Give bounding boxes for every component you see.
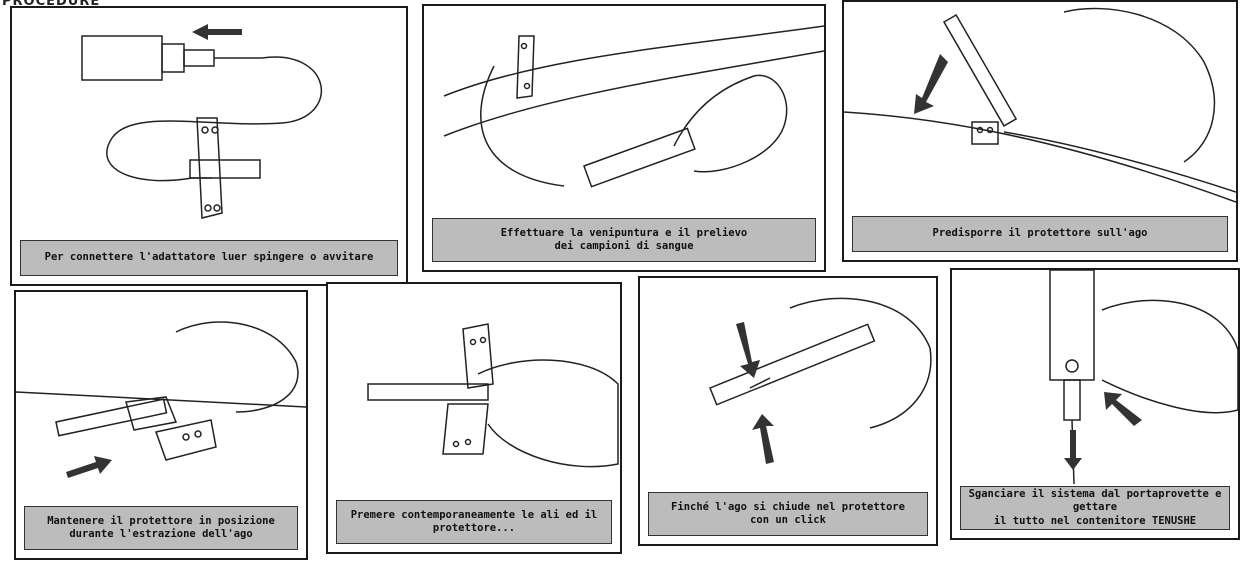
- illustration-press-wings: [328, 284, 620, 494]
- arrow-down-icon: [914, 54, 948, 114]
- illustration-adapter-connection: [12, 8, 406, 238]
- step-caption-6-line-1: Finché l'ago si chiude nel protettore: [671, 501, 905, 514]
- step-panel-3: Predisporre il protettore sull'ago: [842, 0, 1238, 262]
- step-caption-2-line-2: dei campioni di sangue: [501, 240, 748, 253]
- step-caption-6: Finché l'ago si chiude nel protettore co…: [648, 492, 928, 536]
- arrow-left-icon: [1104, 392, 1142, 426]
- illustration-needle-extraction: [16, 292, 306, 502]
- step-panel-4: Mantenere il protettore in posizione dur…: [14, 290, 308, 560]
- step-caption-4-line-1: Mantenere il protettore in posizione: [47, 515, 275, 528]
- step-caption-7: Sganciare il sistema dal portaprovette e…: [960, 486, 1230, 530]
- step-caption-6-line-2: con un click: [671, 514, 905, 527]
- illustration-protector-setup: [844, 2, 1236, 207]
- step-caption-2: Effettuare la venipuntura e il prelievo …: [432, 218, 816, 262]
- arrow-up-icon: [752, 414, 774, 464]
- step-caption-5-line-1: Premere contemporaneamente le ali ed il: [351, 509, 598, 522]
- step-panel-2: Effettuare la venipuntura e il prelievo …: [422, 4, 826, 272]
- step-caption-5-line-2: protettore...: [351, 522, 598, 535]
- step-panel-1: Per connettere l'adattatore luer spinger…: [10, 6, 408, 286]
- step-caption-4: Mantenere il protettore in posizione dur…: [24, 506, 298, 550]
- illustration-needle-click: [640, 278, 936, 490]
- step-caption-3: Predisporre il protettore sull'ago: [852, 216, 1228, 252]
- step-caption-4-line-2: durante l'estrazione dell'ago: [47, 528, 275, 541]
- step-panel-5: Premere contemporaneamente le ali ed il …: [326, 282, 622, 554]
- step-caption-2-line-1: Effettuare la venipuntura e il prelievo: [501, 227, 748, 240]
- step-panel-6: Finché l'ago si chiude nel protettore co…: [638, 276, 938, 546]
- illustration-discard-system: [952, 270, 1238, 484]
- step-panel-7: Sganciare il sistema dal portaprovette e…: [950, 268, 1240, 540]
- arrow-down-icon: [736, 322, 760, 378]
- illustration-venipuncture: [424, 6, 824, 221]
- step-caption-1: Per connettere l'adattatore luer spinger…: [20, 240, 398, 276]
- step-caption-7-line-1: Sganciare il sistema dal portaprovette e…: [965, 488, 1225, 514]
- arrow-left-icon: [192, 24, 242, 40]
- step-caption-5: Premere contemporaneamente le ali ed il …: [336, 500, 612, 544]
- arrow-down-icon: [1064, 430, 1082, 470]
- step-caption-7-line-2: il tutto nel contenitore TENUSHE: [965, 515, 1225, 528]
- arrow-right-icon: [66, 456, 112, 478]
